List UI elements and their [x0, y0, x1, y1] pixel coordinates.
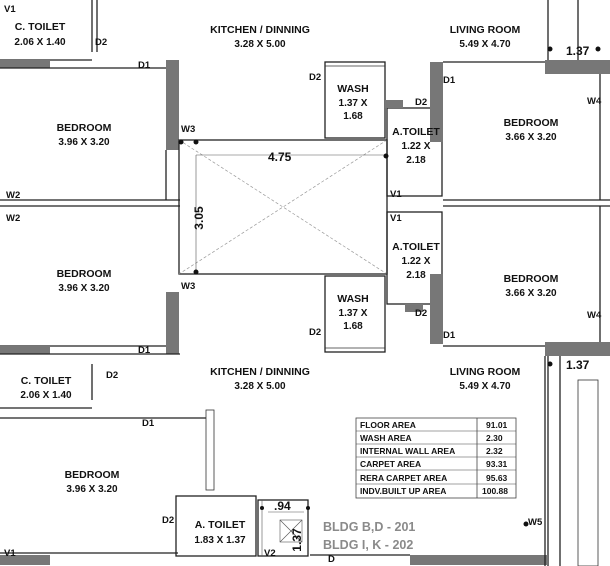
label-d: D	[328, 554, 335, 565]
label-d2: D2	[95, 37, 107, 48]
area-value: 2.30	[486, 433, 503, 443]
room-bedroom-ml: BEDROOM	[57, 268, 112, 280]
label-d1: D1	[138, 345, 151, 356]
dim-pin	[547, 361, 553, 367]
dim-right-mid: 1.37	[566, 358, 590, 372]
dim-right-top: 1.37	[566, 44, 590, 58]
label-d1: D1	[142, 418, 155, 429]
area-label: INDV.BUILT UP AREA	[360, 486, 446, 496]
shaft-cross	[279, 519, 303, 543]
label-w4: W4	[587, 96, 602, 107]
room-atoilet-top: A.TOILET	[392, 126, 440, 138]
dim-pin	[260, 506, 264, 510]
label-v1: V1	[390, 189, 402, 200]
room-c-toilet-top: C. TOILET	[15, 21, 66, 33]
room-living-bot: LIVING ROOM	[450, 366, 521, 378]
label-d1: D1	[443, 330, 456, 341]
area-value: 91.01	[486, 420, 508, 430]
room-atoilet-mid-dim2: 2.18	[406, 270, 426, 281]
label-w1: V1	[4, 548, 16, 559]
area-label: FLOOR AREA	[360, 420, 416, 430]
room-atoilet-top-dim1: 1.22 X	[402, 141, 431, 152]
room-kitchen-bot-dim: 3.28 X 5.00	[234, 381, 286, 392]
dim-small-h: .94	[274, 499, 291, 513]
area-table: FLOOR AREA 91.01 WASH AREA 2.30 INTERNAL…	[355, 417, 517, 499]
label-d1: D1	[443, 75, 456, 86]
label-w3: W3	[181, 124, 195, 135]
label-v1: V1	[390, 213, 402, 224]
room-atoilet-mid: A.TOILET	[392, 241, 440, 253]
room-bedroom-tl: BEDROOM	[57, 122, 112, 134]
area-value: 95.63	[486, 473, 508, 483]
room-bedroom-tr: BEDROOM	[504, 117, 559, 129]
room-living-bot-dim: 5.49 X 4.70	[459, 381, 511, 392]
room-kitchen-bot: KITCHEN / DINNING	[210, 366, 310, 378]
dim-pin	[306, 506, 310, 510]
label-d2: D2	[162, 515, 174, 526]
label-d2: D2	[309, 72, 321, 83]
room-wash-mid-dim2: 1.68	[343, 321, 363, 332]
room-bedroom-tr-dim: 3.66 X 3.20	[505, 132, 557, 143]
room-atoilet-bot-dim: 1.83 X 1.37	[194, 535, 246, 546]
room-atoilet-mid-dim1: 1.22 X	[402, 256, 431, 267]
dim-pin	[178, 139, 184, 145]
room-wash-mid: WASH	[337, 293, 369, 305]
room-bedroom-bl-dim: 3.96 X 3.20	[66, 484, 118, 495]
room-living-top: LIVING ROOM	[450, 24, 521, 36]
room-c-toilet-bot: C. TOILET	[21, 375, 72, 387]
dim-small-v: 1.37	[290, 528, 304, 552]
dim-pin	[523, 521, 529, 527]
area-label: RERA CARPET AREA	[360, 473, 447, 483]
room-bedroom-mr: BEDROOM	[504, 273, 559, 285]
room-bedroom-bl: BEDROOM	[65, 469, 120, 481]
area-label: CARPET AREA	[360, 459, 421, 469]
label-w2: W2	[6, 213, 20, 224]
dim-pin	[595, 46, 601, 52]
building-code: BLDG I, K - 202	[323, 538, 413, 552]
label-d2: D2	[415, 308, 427, 319]
room-bedroom-ml-dim: 3.96 X 3.20	[58, 283, 110, 294]
room-atoilet-top-dim2: 2.18	[406, 155, 426, 166]
dim-pin	[193, 269, 199, 275]
room-bedroom-mr-dim: 3.66 X 3.20	[505, 288, 557, 299]
label-w5: W5	[528, 517, 543, 528]
area-label: INTERNAL WALL AREA	[360, 446, 455, 456]
label-w3: W3	[181, 281, 195, 292]
room-bedroom-tl-dim: 3.96 X 3.20	[58, 137, 110, 148]
room-c-toilet-bot-dim: 2.06 X 1.40	[20, 390, 72, 401]
room-c-toilet-top-dim: 2.06 X 1.40	[14, 37, 66, 48]
building-code: BLDG B,D - 201	[323, 520, 415, 534]
room-kitchen-top-dim: 3.28 X 5.00	[234, 39, 286, 50]
label-d2: D2	[415, 97, 427, 108]
label-v1: V1	[4, 4, 16, 15]
room-atoilet-bot: A. TOILET	[195, 519, 246, 531]
dim-pin	[383, 153, 389, 159]
dim-duct-height: 3.05	[192, 206, 206, 230]
label-d1: D1	[138, 60, 151, 71]
label-w2: W2	[6, 190, 20, 201]
area-value: 2.32	[486, 446, 503, 456]
area-value: 100.88	[482, 486, 508, 496]
label-d2: D2	[106, 370, 118, 381]
label-v2: V2	[264, 548, 276, 559]
room-wash-mid-dim1: 1.37 X	[339, 308, 368, 319]
room-wash-top: WASH	[337, 83, 369, 95]
room-wash-top-dim1: 1.37 X	[339, 98, 368, 109]
dim-duct-width: 4.75	[268, 150, 292, 164]
dim-pin	[193, 139, 199, 145]
area-label: WASH AREA	[360, 433, 412, 443]
room-living-top-dim: 5.49 X 4.70	[459, 39, 511, 50]
room-wash-top-dim2: 1.68	[343, 111, 363, 122]
room-kitchen-top: KITCHEN / DINNING	[210, 24, 310, 36]
label-w4: W4	[587, 310, 602, 321]
dim-pin	[547, 46, 553, 52]
area-value: 93.31	[486, 459, 508, 469]
label-d2: D2	[309, 327, 321, 338]
